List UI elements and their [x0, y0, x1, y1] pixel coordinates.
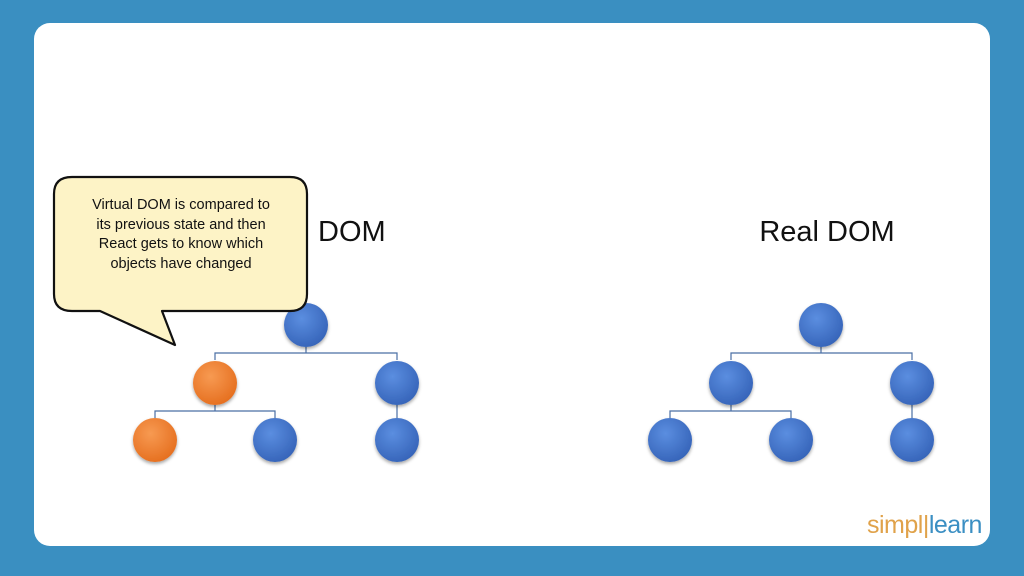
real-left-child-node [709, 361, 753, 405]
callout-line: Virtual DOM is compared to [92, 197, 270, 213]
real-root-node [799, 303, 843, 347]
virtual-right-child-node [375, 361, 419, 405]
real-right-grandchild-node [890, 418, 934, 462]
callout-text: Virtual DOM is compared to its previous … [58, 196, 304, 274]
callout-line: objects have changed [110, 255, 252, 272]
virtual-dom-connectors [154, 347, 398, 418]
virtual-changed-grandchild-node [133, 418, 177, 462]
virtual-root-node [284, 303, 328, 347]
virtual-grandchild-node [253, 418, 297, 462]
simplilearn-logo: simpl|learn [867, 511, 982, 539]
callout-bubble [52, 175, 309, 347]
virtual-changed-child-node [193, 361, 237, 405]
real-dom-tree [648, 303, 934, 462]
real-dom-connectors [669, 347, 913, 418]
real-grandchild-node-1 [648, 418, 692, 462]
real-dom-title: Real DOM [759, 216, 894, 248]
callout-line: its previous state and then [96, 216, 266, 233]
callout-line: React gets to know which [98, 236, 264, 252]
real-right-child-node [890, 361, 934, 405]
real-grandchild-node-2 [769, 418, 813, 462]
virtual-dom-tree [133, 303, 419, 462]
virtual-right-grandchild-node [375, 418, 419, 462]
